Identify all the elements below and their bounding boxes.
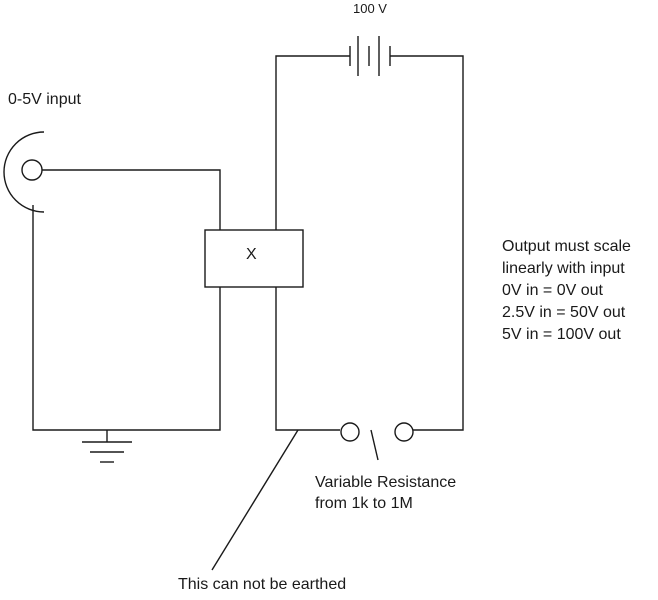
output-wire-left <box>275 55 350 230</box>
battery-symbol <box>349 36 391 76</box>
resistance-pointer <box>370 429 379 461</box>
resistance-note-line: from 1k to 1M <box>315 495 413 512</box>
resistance-terminal-right <box>394 422 414 442</box>
output-note-line: linearly with input <box>502 260 625 277</box>
input-signal-wire <box>42 169 221 230</box>
battery-label: 100 V <box>353 1 387 16</box>
x-box-label: X <box>246 246 257 263</box>
earth-note-pointer <box>211 429 299 571</box>
earth-note-label: This can not be earthed <box>178 576 347 593</box>
output-wire-right <box>390 55 464 431</box>
output-note-line: 0V in = 0V out <box>502 282 603 299</box>
resistance-note-line: Variable Resistance <box>315 474 457 491</box>
output-note-line: 5V in = 100V out <box>502 326 621 343</box>
input-ground-wire <box>32 205 221 431</box>
output-wire-bottom <box>275 287 340 431</box>
ground-symbol <box>82 430 132 463</box>
input-jack-shell <box>3 131 45 213</box>
input-label: 0-5V input <box>8 91 81 108</box>
output-note-line: 2.5V in = 50V out <box>502 304 626 321</box>
x-box <box>204 229 304 288</box>
resistance-note: Variable Resistance from 1k to 1M <box>315 472 456 514</box>
resistance-terminal-left <box>340 422 360 442</box>
output-note-line: Output must scale <box>502 238 631 255</box>
input-jack-terminal <box>21 159 43 181</box>
output-notes: Output must scale linearly with input 0V… <box>502 236 631 346</box>
